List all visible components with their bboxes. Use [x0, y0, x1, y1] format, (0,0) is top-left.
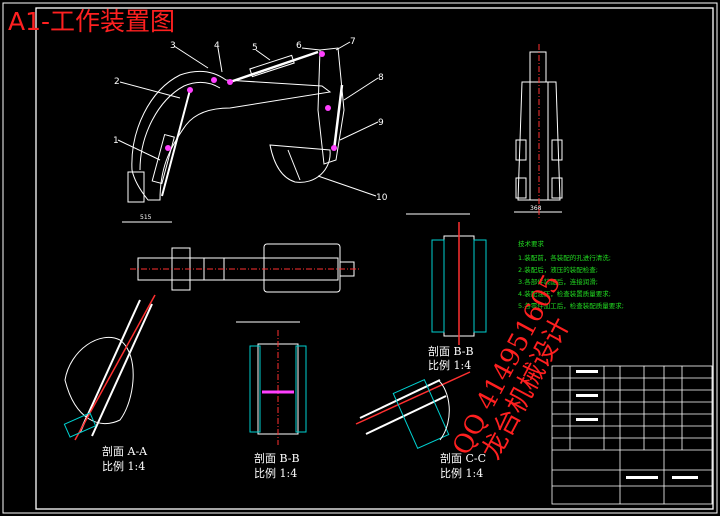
dim-text-1: 515 [140, 214, 152, 221]
section-bb-small-weld-right [295, 345, 307, 433]
pin-4 [319, 51, 325, 57]
section-cc-scale: 比例 1:4 [440, 466, 483, 480]
part-number-1: 1 [113, 136, 119, 146]
part-number-10: 10 [376, 193, 388, 203]
side-view-lug-3 [515, 177, 527, 199]
section-cc-title: 剖面 C-C [440, 451, 486, 465]
section-aa [63, 294, 156, 441]
leader-9 [339, 121, 379, 141]
section-aa-cap [63, 412, 97, 438]
section-cc-centerline [355, 371, 471, 425]
tech-requirements-title: 技术要求 [518, 239, 545, 248]
excavator-arm-view: 515 [117, 41, 379, 223]
tb-cell-text-1 [576, 370, 598, 373]
stick-outline [317, 47, 345, 165]
part-number-3: 3 [170, 41, 176, 51]
leader-1 [117, 139, 161, 161]
bucket-cylinder [332, 84, 344, 151]
drawing-title: A1-工作装置图 [8, 7, 175, 36]
bucket-outline [269, 144, 331, 183]
leader-8 [343, 77, 379, 101]
tb-cell-text-5 [672, 476, 698, 479]
pin-3 [227, 79, 233, 85]
tech-requirement-3: 3.各部件装配后，连接润滑; [518, 277, 598, 286]
pin-6 [331, 145, 337, 151]
section-bb-small-title: 剖面 B-B [254, 451, 300, 465]
leader-4 [217, 47, 223, 73]
tech-requirement-5: 5.各零件加工后，检查装配质量要求; [518, 301, 624, 310]
part-number-9: 9 [378, 118, 384, 128]
side-view-lug-2 [551, 139, 563, 161]
side-view-lug-1 [515, 139, 527, 161]
section-cc [355, 371, 471, 449]
part-number-5: 5 [252, 43, 258, 53]
stick-cylinder [229, 50, 319, 84]
plan-view [130, 243, 360, 293]
section-bb-small-weld-left [249, 345, 261, 433]
title-block [551, 365, 713, 505]
bucket-line [287, 149, 301, 181]
plan-view-block-3 [263, 243, 341, 293]
boom-base [127, 171, 145, 203]
section-cc-rod-2 [365, 395, 447, 435]
leader-7 [335, 41, 351, 51]
boom-inner-line [139, 81, 221, 171]
leader-3 [173, 45, 209, 69]
side-view-lug-4 [551, 177, 563, 199]
section-bb-large [406, 213, 487, 345]
section-cc-rod-1 [359, 379, 441, 419]
side-view-top [529, 51, 547, 83]
dim-text-2: 368 [530, 205, 542, 212]
section-aa-scale: 比例 1:4 [102, 459, 145, 473]
section-aa-title: 剖面 A-A [102, 444, 148, 458]
tb-cell-text-3 [576, 418, 598, 421]
section-bb-large-scale: 比例 1:4 [428, 358, 471, 372]
section-bb-large-weld-left [431, 239, 445, 333]
section-aa-centerline [74, 294, 156, 441]
tech-requirement-1: 1.装配前，各装配的孔进行清洗; [518, 253, 611, 262]
leader-5 [255, 49, 271, 61]
leader-6 [301, 47, 321, 51]
part-number-6: 6 [296, 41, 302, 51]
pin-5 [325, 105, 331, 111]
boom-cylinder-body [151, 133, 175, 185]
pin-2 [211, 77, 217, 83]
tech-requirements: 技术要求 1.装配前，各装配的孔进行清洗; 2.装配后，液压的装配检查; 3.各… [518, 239, 624, 310]
pin-1 [187, 87, 193, 93]
part-number-8: 8 [378, 73, 384, 83]
section-aa-rod-1 [79, 299, 141, 433]
tb-cell-text-2 [576, 394, 598, 397]
inner-frame [35, 7, 714, 510]
boom-outline [131, 70, 332, 201]
leader-2 [119, 81, 181, 99]
part-number-2: 2 [114, 77, 120, 87]
pin-7 [165, 145, 171, 151]
tech-requirement-4: 4.装配油压，检查装置质量要求; [518, 289, 611, 298]
title-block-frame [551, 365, 713, 505]
section-cc-hub [392, 379, 450, 449]
section-bb-large-title: 剖面 B-B [428, 344, 474, 358]
section-cc-arc [437, 379, 450, 441]
side-view-body [517, 81, 561, 201]
part-number-4: 4 [214, 41, 220, 51]
side-view: 368 [514, 44, 563, 220]
leader-10 [317, 175, 377, 197]
boom-cylinder-rod [161, 89, 191, 197]
section-bb-large-weld-right [473, 239, 487, 333]
section-bb-small [236, 321, 307, 445]
stick-cylinder-body [249, 54, 295, 78]
section-aa-rod-2 [91, 303, 153, 437]
section-bb-small-scale: 比例 1:4 [254, 466, 297, 480]
section-aa-outline [64, 336, 134, 425]
tech-requirement-2: 2.装配后，液压的装配检查; [518, 265, 598, 274]
tb-cell-text-4 [626, 476, 658, 479]
part-number-7: 7 [350, 37, 356, 47]
